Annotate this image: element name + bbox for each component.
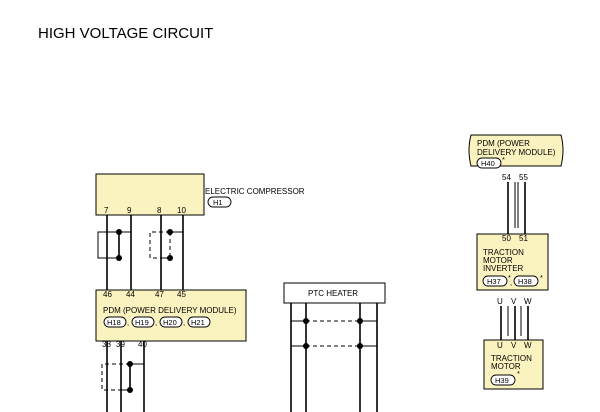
- pin-45: 45: [177, 290, 186, 299]
- pin-inverter-w: W: [524, 297, 532, 306]
- connector-h38-badge: [513, 275, 539, 287]
- inverter-label-line3: INVERTER: [483, 264, 524, 273]
- pin-10: 10: [177, 206, 186, 215]
- inverter-motor-wiring: [500, 306, 529, 340]
- ptc-heater: PTC HEATER: [283, 282, 386, 412]
- pin-7: 7: [104, 206, 109, 215]
- pin-inverter-v: V: [511, 297, 517, 306]
- connector-h39-label: H39: [495, 376, 509, 385]
- connector-h40-asterisk: *: [502, 155, 505, 164]
- pin-54: 54: [502, 173, 511, 182]
- ptc-heater-box: [283, 282, 386, 304]
- svg-text:,: ,: [155, 318, 157, 327]
- connector-h20-label: H20: [163, 318, 177, 327]
- ptc-heater-label: PTC HEATER: [308, 289, 358, 298]
- connector-h1-badge: [207, 196, 232, 208]
- pin-46: 46: [103, 290, 112, 299]
- connector-h21-label: H21: [191, 318, 205, 327]
- page-title: HIGH VOLTAGE CIRCUIT: [38, 25, 213, 42]
- pdm-right: PDM (POWER DELIVERY MODULE) H40 * 54 55: [468, 134, 564, 182]
- pdm-left-lower-wiring: [101, 341, 145, 412]
- connector-h19-label: H19: [135, 318, 149, 327]
- connector-h18-label: H18: [107, 318, 121, 327]
- connector-h19-badge: [131, 316, 155, 328]
- traction-motor-inverter: 50 51 TRACTION MOTOR INVERTER H37 * , H3…: [476, 233, 549, 306]
- electric-compressor-box: [95, 173, 205, 216]
- pin-40: 40: [138, 340, 147, 349]
- connector-h38-asterisk: *: [540, 273, 543, 282]
- connector-h20-badge: [159, 316, 183, 328]
- connector-h18-badge: [103, 316, 127, 328]
- connector-h37-label: H37: [487, 277, 501, 286]
- connector-h40-badge: [476, 157, 502, 169]
- traction-motor: U V W TRACTION MOTOR * H39: [483, 339, 544, 390]
- pin-44: 44: [126, 290, 135, 299]
- inverter-label-line2: MOTOR: [483, 256, 513, 265]
- pin-9: 9: [127, 206, 132, 215]
- compressor-wiring: [97, 215, 184, 290]
- pdm-right-label-line1: PDM (POWER: [477, 139, 530, 148]
- connector-h39-asterisk: *: [517, 369, 520, 378]
- pin-51: 51: [519, 234, 528, 243]
- pin-55: 55: [519, 173, 528, 182]
- pin-motor-u: U: [497, 341, 503, 350]
- inverter-label-line1: TRACTION: [483, 248, 524, 257]
- svg-text:,: ,: [127, 318, 129, 327]
- pin-50: 50: [502, 234, 511, 243]
- pin-inverter-u: U: [497, 297, 503, 306]
- connector-h1-label: H1: [213, 198, 223, 207]
- connector-h21-badge: [187, 316, 211, 328]
- traction-motor-label-line1: TRACTION: [491, 354, 532, 363]
- pin-8: 8: [157, 206, 162, 215]
- svg-text:,: ,: [183, 318, 185, 327]
- pdm-right-wiring: [507, 182, 526, 234]
- connector-h37-asterisk: *: [508, 273, 511, 282]
- traction-motor-label-line2: MOTOR: [491, 362, 521, 371]
- pdm-right-label-line2: DELIVERY MODULE): [477, 148, 556, 157]
- connector-h39-badge: [490, 374, 516, 386]
- electric-compressor: ELECTRIC COMPRESSOR H1 7 9 8 10: [95, 173, 305, 216]
- svg-text:,: ,: [510, 278, 512, 287]
- pdm-left-box: [95, 289, 247, 342]
- connector-h40-label: H40: [481, 159, 495, 168]
- connector-h38-label: H38: [518, 277, 532, 286]
- pdm-left-label: PDM (POWER DELIVERY MODULE): [103, 306, 237, 315]
- pin-47: 47: [155, 290, 164, 299]
- pin-motor-w: W: [524, 341, 532, 350]
- electric-compressor-label: ELECTRIC COMPRESSOR: [205, 187, 305, 196]
- connector-h37-badge: [482, 275, 508, 287]
- pdm-left: 46 44 47 45 PDM (POWER DELIVERY MODULE) …: [95, 289, 247, 349]
- pin-motor-v: V: [511, 341, 517, 350]
